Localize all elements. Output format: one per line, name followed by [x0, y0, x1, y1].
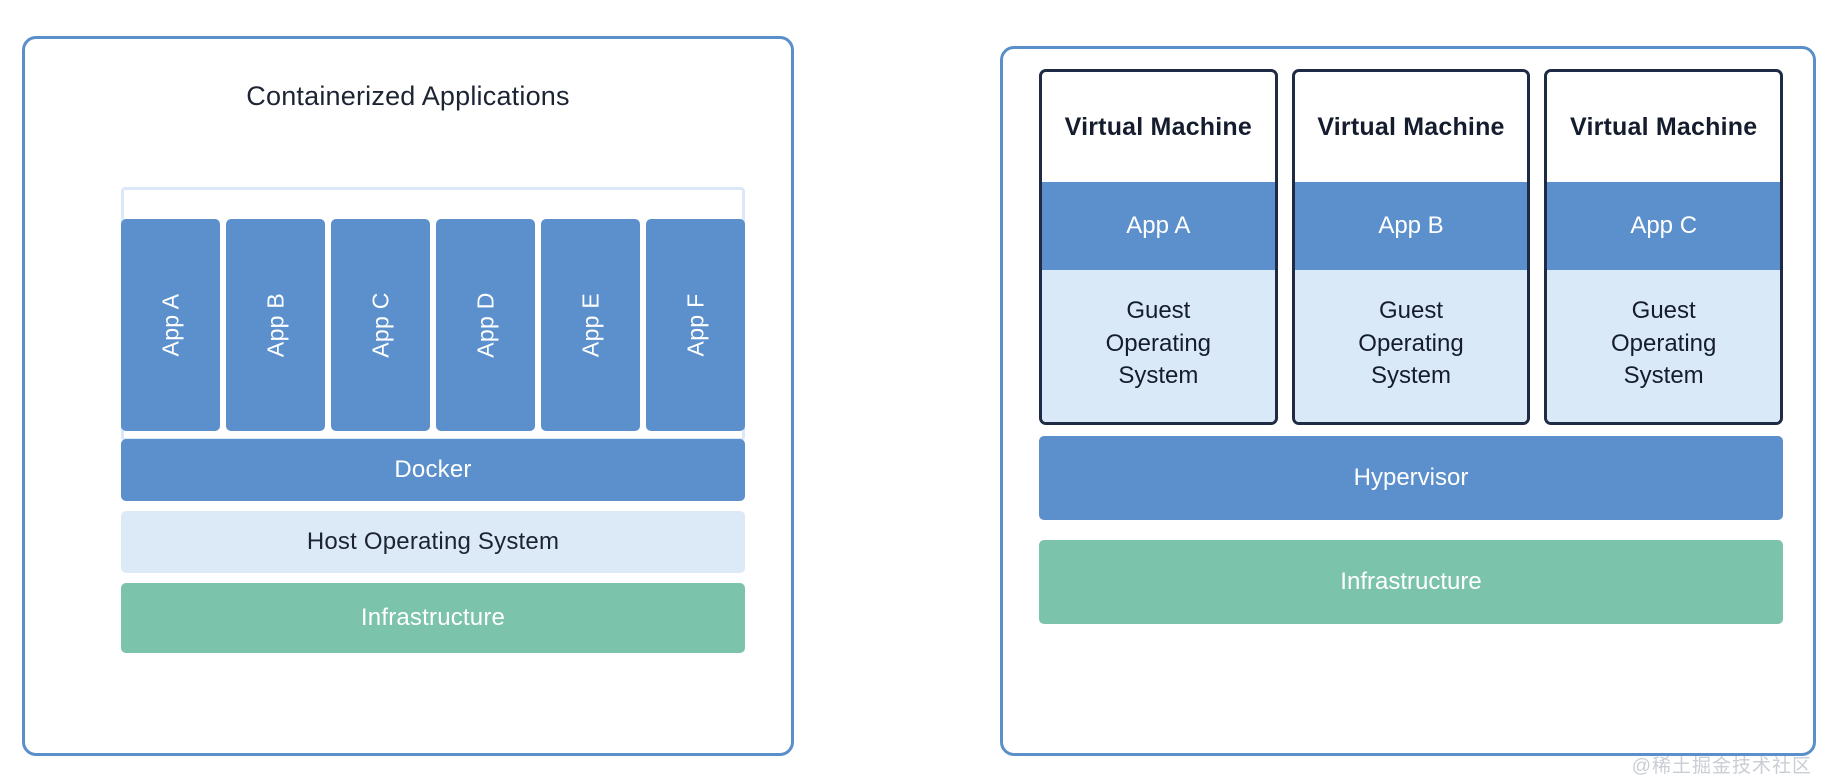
docker-layer: Docker	[121, 439, 745, 501]
container-app-d-label: App D	[472, 292, 498, 358]
containers-panel: Containerized Applications App A App B A…	[22, 36, 794, 756]
virtual-machine-2-guest-os: Guest Operating System	[1294, 270, 1528, 422]
container-app-d: App D	[436, 219, 535, 431]
container-app-b-label: App B	[262, 292, 288, 358]
container-app-b: App B	[226, 219, 325, 431]
hypervisor-layer: Hypervisor	[1039, 436, 1783, 520]
container-app-e-label: App E	[577, 292, 603, 358]
infrastructure-layer-vms: Infrastructure	[1039, 540, 1783, 624]
virtual-machine-3-title: Virtual Machine	[1570, 112, 1758, 141]
virtual-machine-2: Virtual Machine App B Guest Operating Sy…	[1291, 69, 1531, 425]
container-app-f: App F	[646, 219, 745, 431]
watermark: @稀土掘金技术社区	[1631, 756, 1812, 777]
virtual-machine-1-app: App A	[1042, 182, 1275, 270]
virtual-machine-3-guest-os: Guest Operating System	[1547, 270, 1781, 422]
virtual-machine-3: Virtual Machine App C Guest Operating Sy…	[1544, 69, 1784, 425]
virtual-machine-2-title: Virtual Machine	[1317, 112, 1505, 141]
container-app-c: App C	[331, 219, 430, 431]
host-operating-system-layer: Host Operating System	[121, 511, 745, 573]
containers-panel-title: Containerized Applications	[246, 81, 570, 111]
virtual-machine-row: Virtual Machine App A Guest Operating Sy…	[1039, 69, 1784, 425]
container-app-a-label: App A	[157, 293, 183, 357]
virtual-machines-panel: Virtual Machine App A Guest Operating Sy…	[1000, 46, 1816, 756]
virtual-machine-1: Virtual Machine App A Guest Operating Sy…	[1039, 69, 1278, 425]
container-app-row: App A App B App C App D App E App F	[121, 219, 745, 431]
container-app-a: App A	[121, 219, 220, 431]
virtual-machine-1-guest-os: Guest Operating System	[1042, 270, 1275, 422]
virtual-machine-1-title: Virtual Machine	[1064, 112, 1252, 141]
container-app-c-label: App C	[367, 292, 393, 358]
container-app-e: App E	[541, 219, 640, 431]
infrastructure-layer-containers: Infrastructure	[121, 583, 745, 653]
virtual-machine-2-app: App B	[1294, 182, 1528, 270]
virtual-machine-3-app: App C	[1547, 182, 1781, 270]
container-app-f-label: App F	[682, 293, 708, 357]
